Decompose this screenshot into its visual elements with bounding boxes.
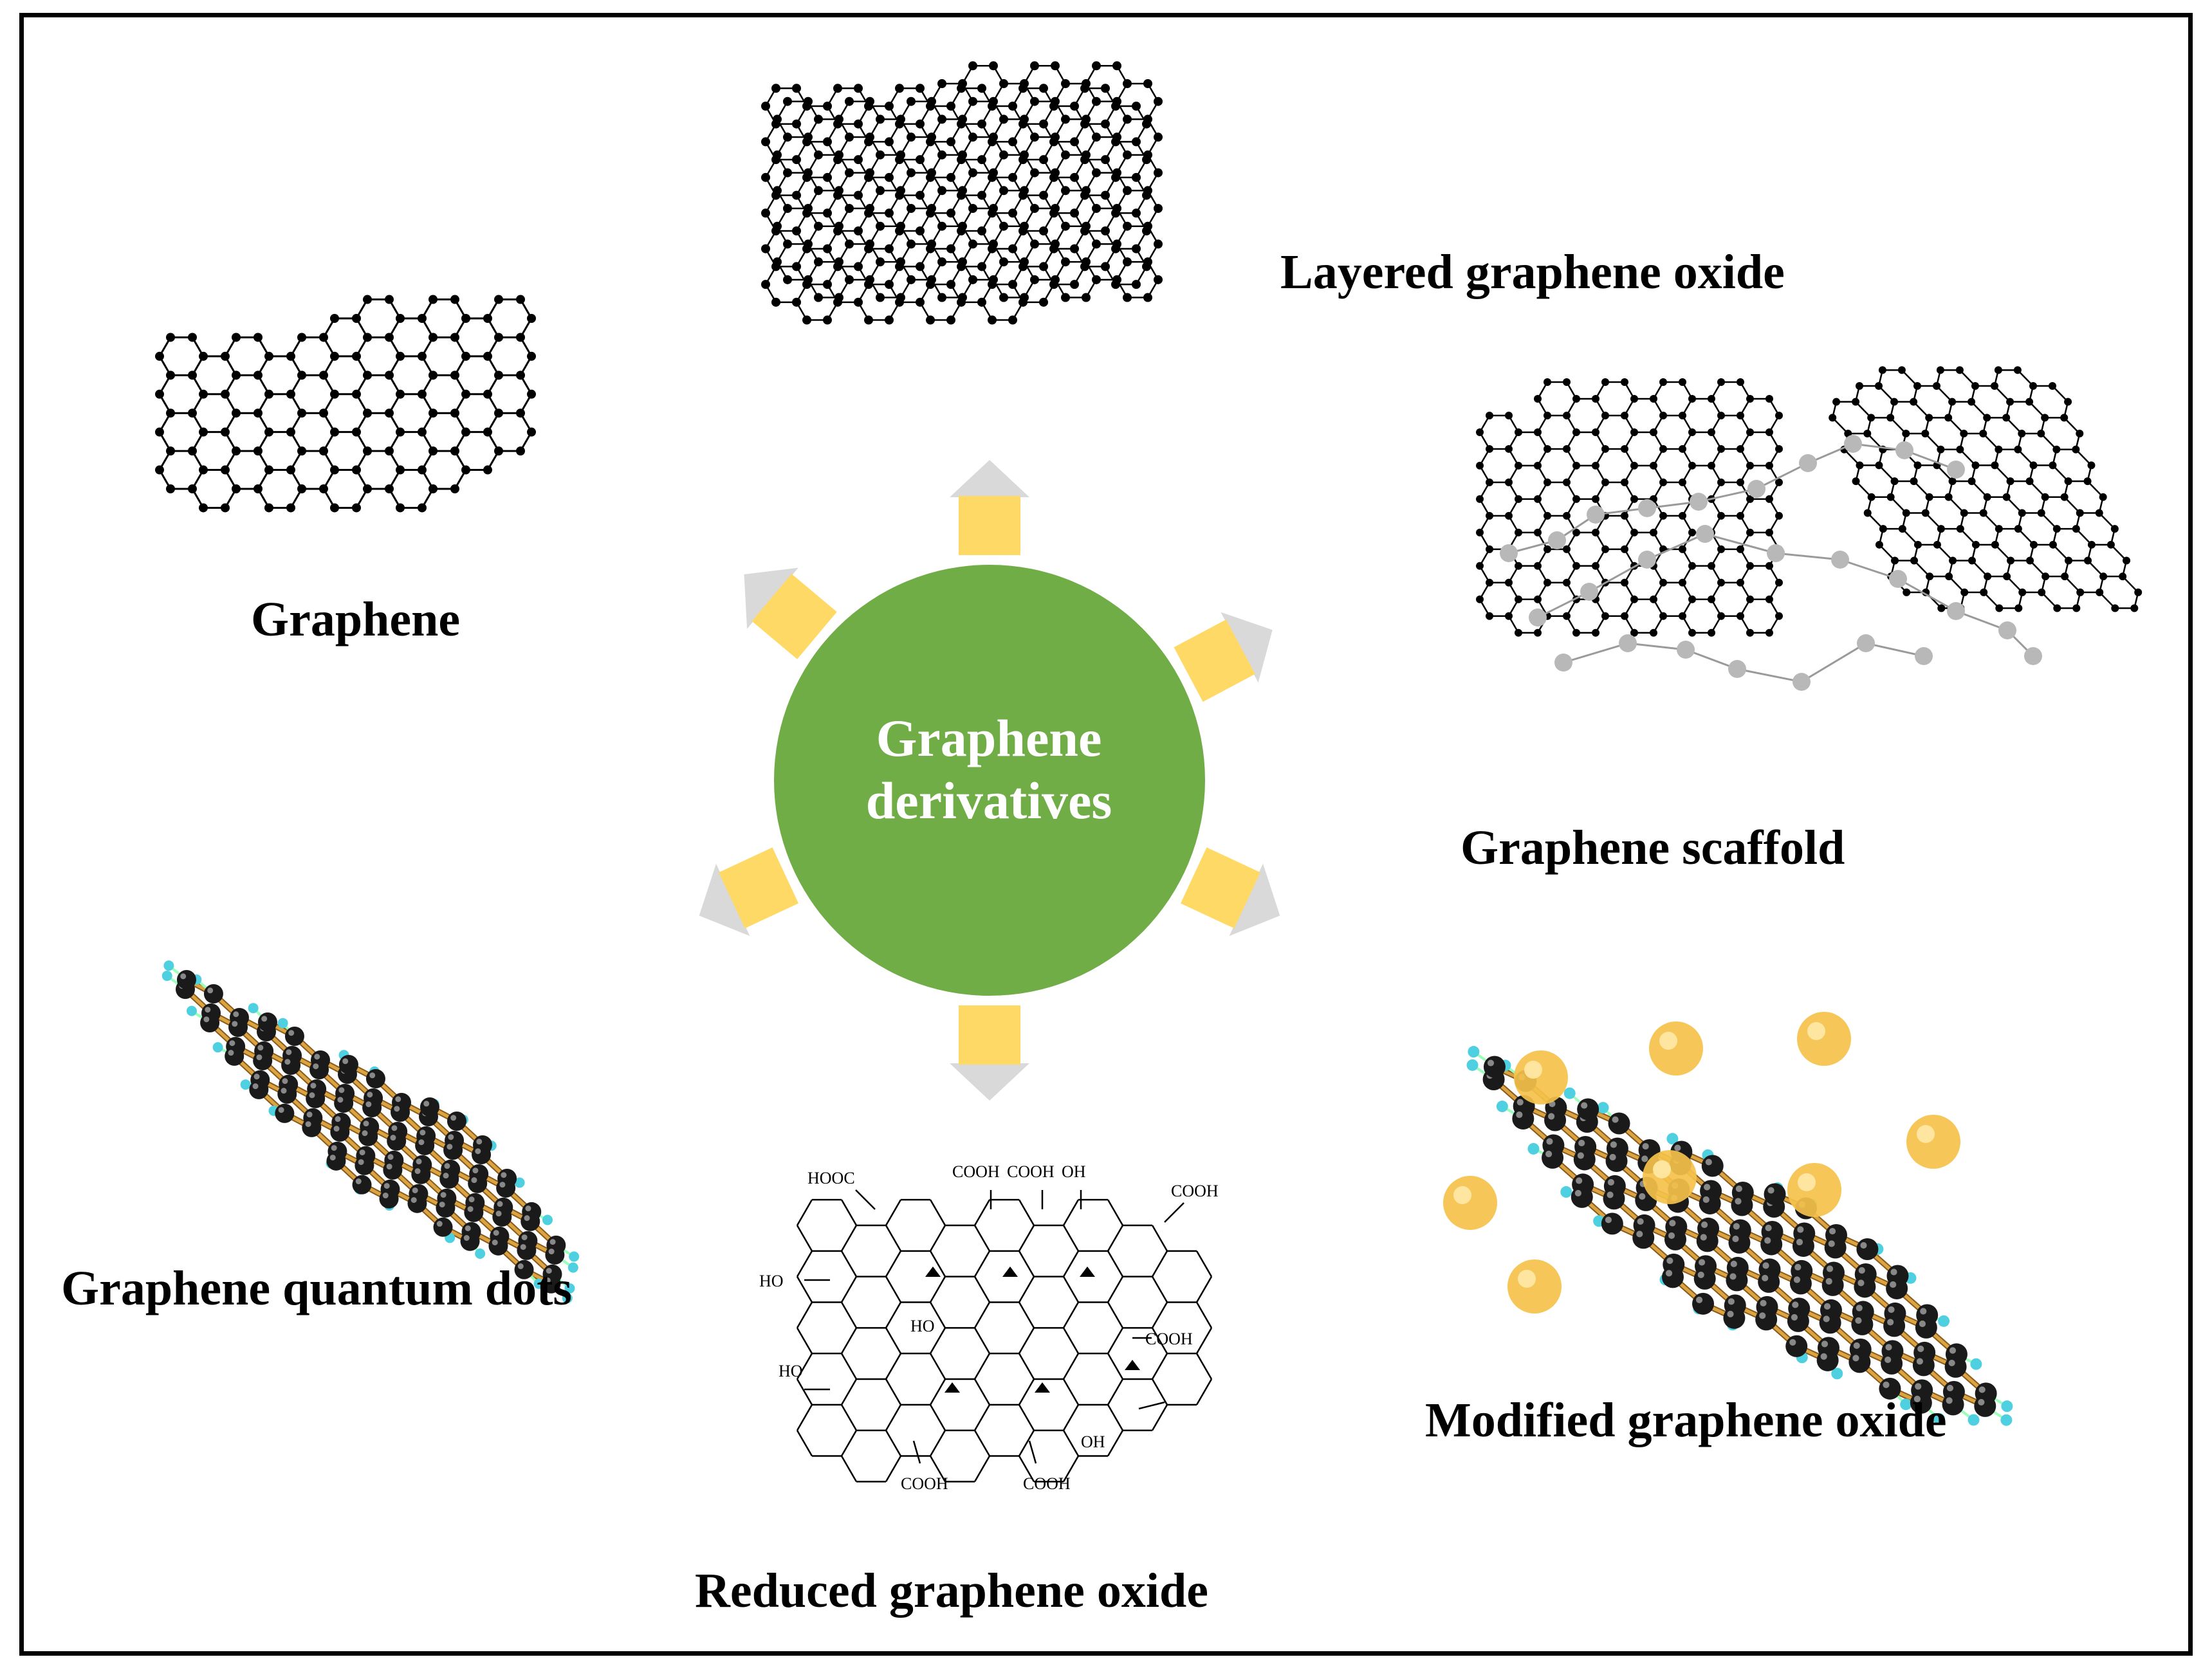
rgo-group-label: HOOC — [807, 1169, 855, 1187]
center-title: Graphene derivatives — [777, 708, 1201, 832]
layered-graphene-oxide-lattice — [761, 61, 1163, 325]
reduced-graphene-oxide-structure: HOOC COOH COOH OH COOH HO HO COOH HO OH COOH COOH — [759, 1162, 1219, 1493]
rgo-group-label: COOH — [1023, 1474, 1071, 1493]
graphene-scaffold-lattice — [1476, 366, 2143, 691]
rgo-group-label: COOH — [1171, 1182, 1219, 1200]
arrow — [950, 460, 1029, 555]
rgo-group-label: COOH — [1145, 1330, 1193, 1348]
arrows — [699, 460, 1280, 1101]
graphene-label: Graphene — [251, 592, 461, 646]
arrow — [699, 847, 799, 937]
layered-graphene-oxide-label: Layered graphene oxide — [1280, 245, 1785, 299]
graphene-quantum-dots-label: Graphene quantum dots — [61, 1261, 572, 1315]
graphene-lattice — [155, 295, 536, 513]
rgo-group-label: HO — [759, 1272, 784, 1290]
reduced-graphene-oxide-label: Reduced graphene oxide — [695, 1564, 1208, 1618]
center-title-line1: Graphene — [876, 709, 1102, 767]
center-circle — [774, 565, 1205, 996]
rgo-group-label: HO — [910, 1317, 935, 1335]
arrow — [1180, 847, 1280, 937]
modified-graphene-oxide-model — [1443, 1012, 2013, 1426]
rgo-group-label: COOH — [901, 1474, 948, 1493]
rgo-group-label: HO — [779, 1362, 803, 1380]
arrow — [744, 567, 837, 659]
arrow — [950, 1005, 1029, 1101]
rgo-group-label: COOH — [952, 1162, 1000, 1181]
modified-graphene-oxide-label: Modified graphene oxide — [1425, 1393, 1947, 1447]
rgo-group-label: COOH — [1007, 1162, 1055, 1181]
graphene-scaffold-label: Graphene scaffold — [1461, 821, 1845, 875]
graphene-quantum-dots-model — [161, 960, 580, 1304]
rgo-group-label: OH — [1081, 1432, 1105, 1451]
rgo-group-label: OH — [1062, 1162, 1086, 1181]
arrow — [1174, 612, 1273, 702]
center-title-line2: derivatives — [865, 771, 1112, 830]
